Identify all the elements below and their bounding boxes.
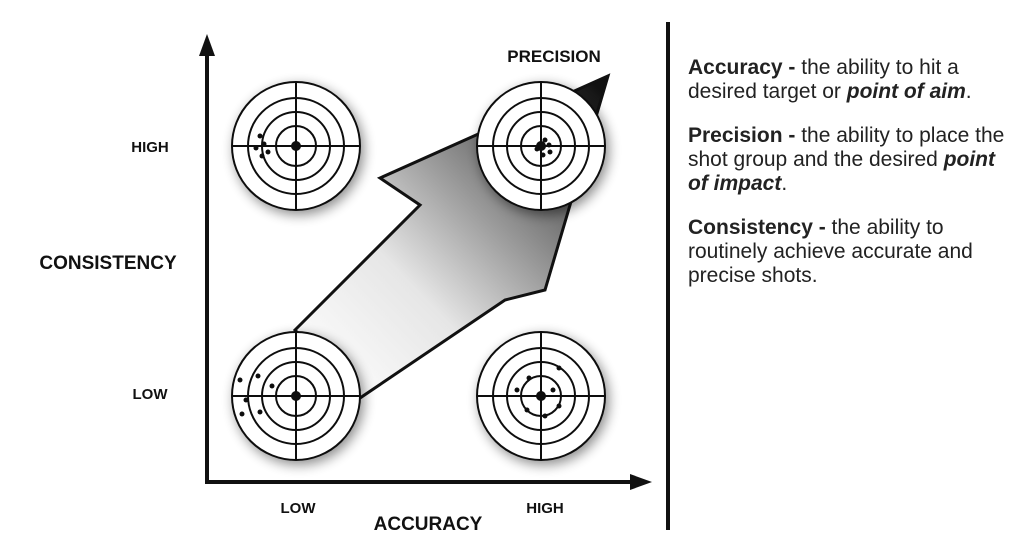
definition-consistency: Consistency - the ability to routinely a…	[688, 216, 973, 287]
definition-term: Accuracy	[688, 56, 783, 79]
accuracy-consistency-diagram: PRECISION HIGH LOW CONSISTENCY LOW HIGH …	[39, 34, 652, 535]
y-axis	[199, 34, 215, 482]
y-axis-high-label: HIGH	[131, 139, 169, 156]
y-axis-title: CONSISTENCY	[39, 253, 177, 274]
target-low-consistency-high-accuracy	[476, 331, 606, 461]
target-low-consistency-low-accuracy	[231, 331, 361, 461]
definition-accuracy: Accuracy - the ability to hit a desired …	[688, 56, 972, 103]
definition-term: Precision	[688, 124, 783, 147]
vertical-divider	[666, 22, 670, 530]
x-axis-title: ACCURACY	[374, 514, 483, 535]
target-high-consistency-high-accuracy	[476, 81, 606, 211]
definition-precision: Precision - the ability to place the sho…	[688, 124, 1005, 195]
x-axis-high-label: HIGH	[526, 500, 564, 517]
target-high-consistency-low-accuracy	[231, 81, 361, 211]
definitions-panel: Accuracy - the ability to hit a desired …	[688, 56, 1018, 308]
x-axis-low-label: LOW	[281, 500, 317, 517]
x-axis	[205, 474, 652, 490]
y-axis-low-label: LOW	[133, 386, 169, 403]
arrow-label-precision: PRECISION	[507, 47, 601, 66]
definition-term: Consistency	[688, 216, 813, 239]
